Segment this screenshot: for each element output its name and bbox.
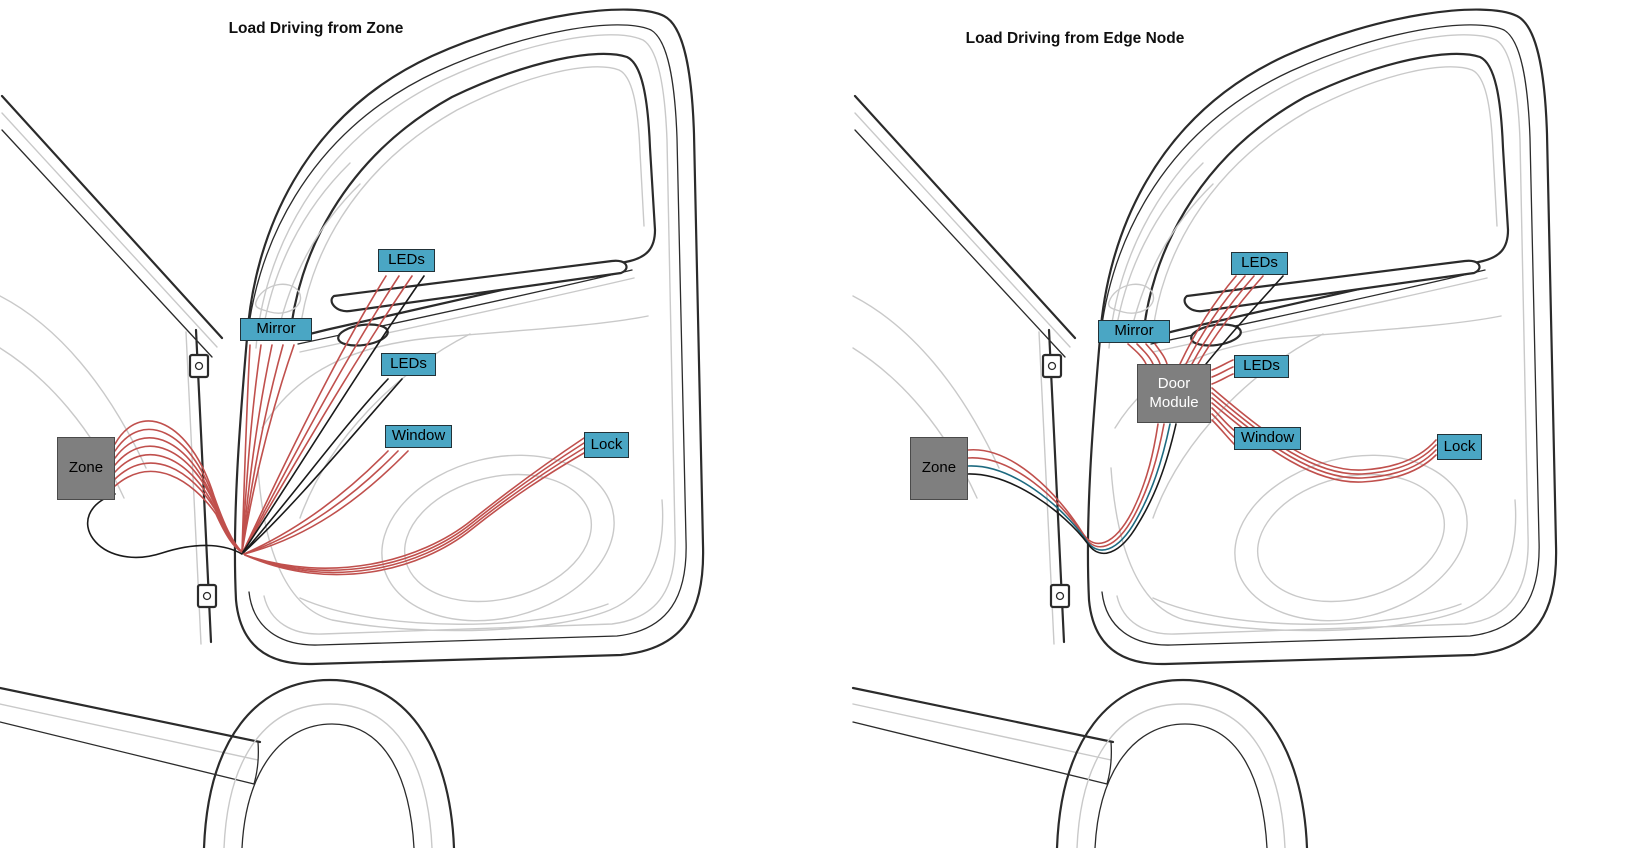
panel-title-edge-node: Load Driving from Edge Node [965, 30, 1185, 47]
car-door-illustration-left [0, 8, 705, 848]
node-mirror-left: Mirror [240, 318, 312, 341]
wires-to-leds-top [242, 275, 425, 553]
harness-zone-architecture [86, 275, 585, 576]
node-zone-right: Zone [910, 437, 968, 500]
harness-edge-node-architecture [967, 275, 1437, 555]
node-mirror-right: Mirror [1098, 320, 1170, 343]
node-lock-right: Lock [1437, 434, 1482, 460]
node-zone-left: Zone [57, 437, 115, 500]
wires-zone-to-door-module [967, 423, 1177, 555]
node-door-module: Door Module [1137, 364, 1211, 423]
node-window-left: Window [385, 425, 452, 448]
wires-module-to-leds-side [1211, 359, 1234, 385]
wires-module-to-window [1211, 407, 1236, 446]
wires-module-to-leds-top [1179, 275, 1284, 365]
panel-title-zone: Load Driving from Zone [228, 20, 404, 37]
node-lock-left: Lock [584, 432, 629, 458]
node-leds-side-left: LEDs [381, 353, 436, 376]
node-window-right: Window [1234, 427, 1301, 450]
wires-to-leds-side [242, 378, 403, 554]
wires-zone-to-door-jamb [86, 420, 243, 559]
wires-module-to-mirror [1127, 343, 1168, 365]
wires-to-lock [244, 437, 585, 576]
car-door-illustration-right [851, 8, 1558, 848]
node-leds-side-right: LEDs [1234, 355, 1289, 378]
wires-to-window [243, 450, 409, 555]
node-leds-top-left: LEDs [378, 249, 435, 272]
wires-to-mirror [241, 344, 295, 553]
node-leds-top-right: LEDs [1231, 252, 1288, 275]
